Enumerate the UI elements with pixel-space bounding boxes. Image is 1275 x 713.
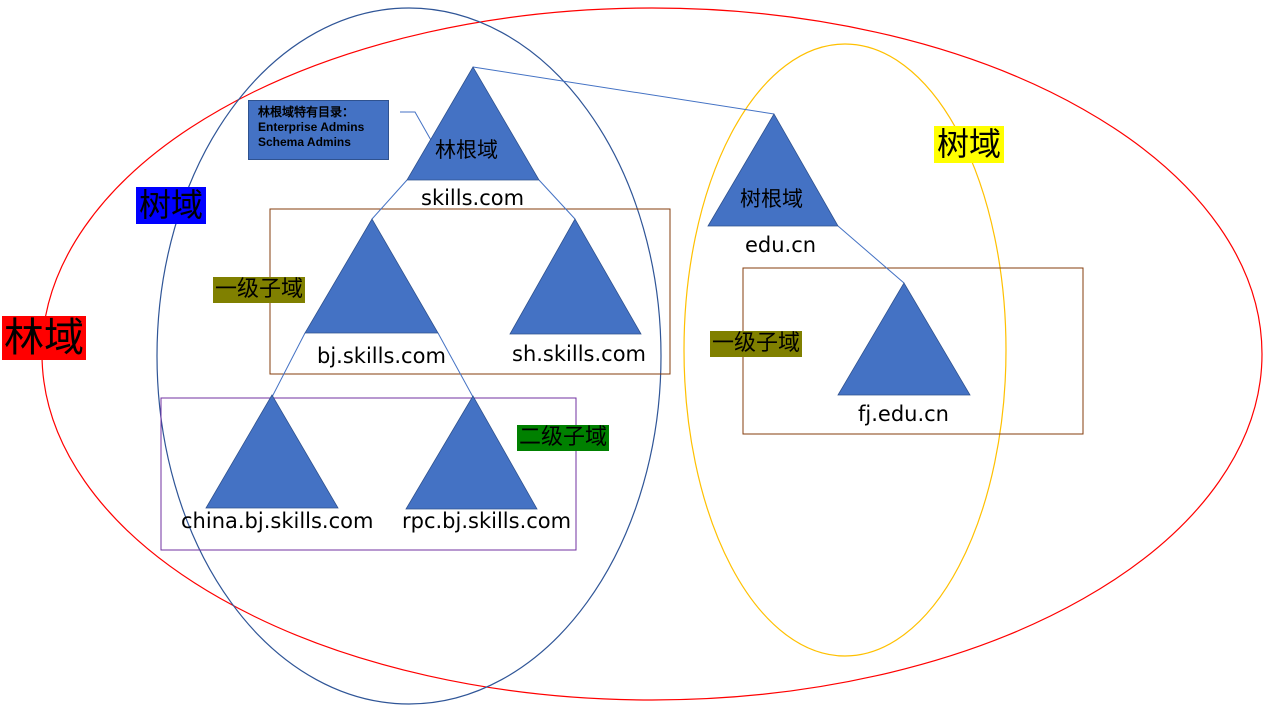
tree-ellipse-right — [683, 43, 1007, 657]
domain-bj: bj.skills.com — [317, 344, 446, 368]
tag-second-level: 二级子域 — [517, 425, 610, 452]
domain-fj: fj.edu.cn — [858, 402, 949, 426]
callout-title: 林根域特有目录： — [258, 105, 355, 119]
forest-ellipse — [41, 7, 1263, 701]
domain-sh: sh.skills.com — [512, 342, 646, 366]
tree-root-label: 树根域 — [740, 187, 803, 211]
callout-enterprise-admins: Enterprise Admins — [258, 120, 365, 134]
tag-forest: 林域 — [2, 315, 86, 361]
tag-first-level-right: 一级子域 — [710, 331, 803, 358]
triangle-fj — [837, 282, 971, 396]
domain-edu: edu.cn — [745, 233, 817, 257]
triangle-rpc — [405, 395, 538, 510]
domain-rpc: rpc.bj.skills.com — [402, 509, 572, 533]
tag-tree-right: 树域 — [934, 126, 1005, 164]
triangle-sh — [509, 218, 642, 335]
triangle-edu — [707, 113, 839, 227]
connector-lines — [271, 66, 905, 398]
domain-china: china.bj.skills.com — [181, 509, 374, 533]
forest-root-label: 林根域 — [435, 138, 498, 162]
forest-root-callout: 林根域特有目录： Enterprise Admins Schema Admins — [248, 100, 389, 160]
tree-ellipse-left — [156, 7, 662, 705]
second-level-box — [160, 397, 577, 551]
triangle-china — [205, 394, 339, 509]
triangle-skills — [406, 66, 540, 181]
tag-tree-left: 树域 — [136, 187, 207, 225]
callout-schema-admins: Schema Admins — [258, 135, 351, 149]
triangle-bj — [304, 218, 439, 334]
domain-skills: skills.com — [421, 186, 525, 210]
tag-first-level-left: 一级子域 — [213, 277, 306, 304]
